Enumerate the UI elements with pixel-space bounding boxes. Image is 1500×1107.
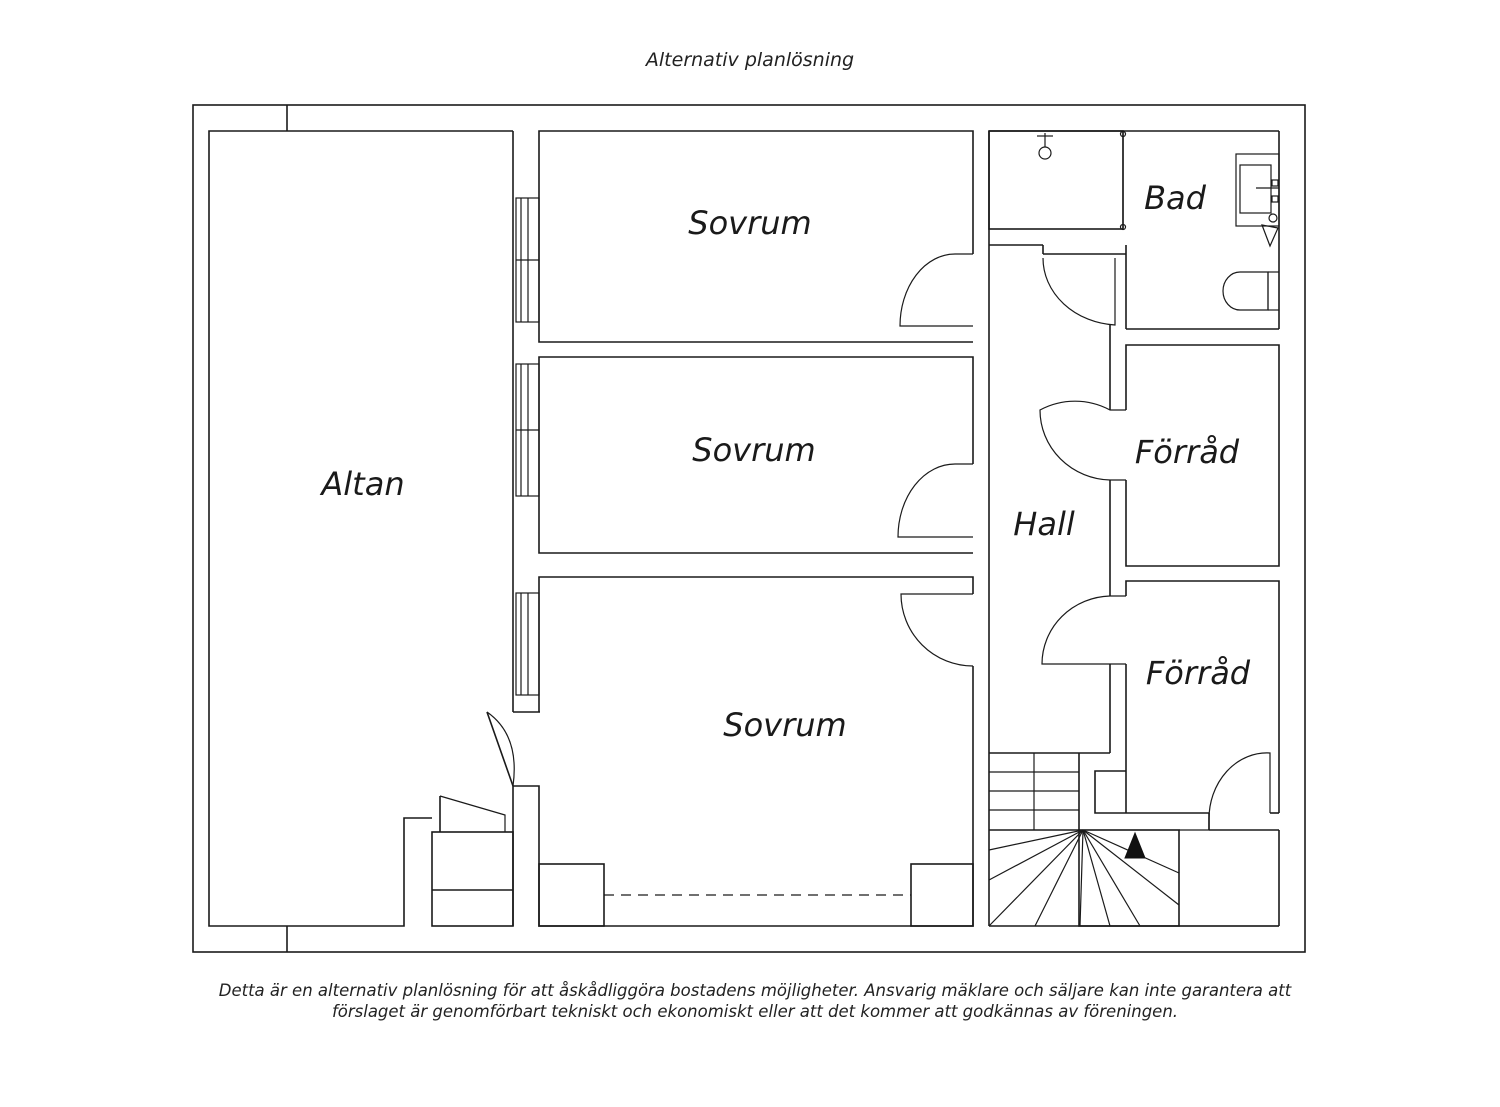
- plan-title: Alternativ planlösning: [645, 49, 855, 71]
- disclaimer-text: Detta är en alternativ planlösning för a…: [218, 981, 1292, 1021]
- label-hall: Hall: [1013, 505, 1075, 543]
- forrad-2-room: [1041, 580, 1280, 831]
- outer-boundary: [192, 104, 1306, 953]
- label-sovrum-1: Sovrum: [688, 204, 811, 242]
- label-altan: Altan: [319, 465, 404, 503]
- altan-room: [208, 130, 540, 927]
- sovrum-2-room: [538, 356, 974, 554]
- label-bad: Bad: [1144, 179, 1207, 217]
- label-sovrum-2: Sovrum: [692, 431, 815, 469]
- bad-room: [988, 130, 1280, 330]
- label-forrad-2: Förråd: [1146, 654, 1251, 692]
- stair-direction-arrow-icon: [1124, 831, 1146, 859]
- label-sovrum-3: Sovrum: [723, 706, 846, 744]
- forrad-1-room: [1039, 344, 1280, 567]
- sovrum-3-room: [513, 576, 974, 927]
- label-forrad-1: Förråd: [1135, 433, 1240, 471]
- staircase: [988, 753, 1279, 927]
- windows: [515, 197, 540, 696]
- sovrum-1-room: [538, 130, 974, 343]
